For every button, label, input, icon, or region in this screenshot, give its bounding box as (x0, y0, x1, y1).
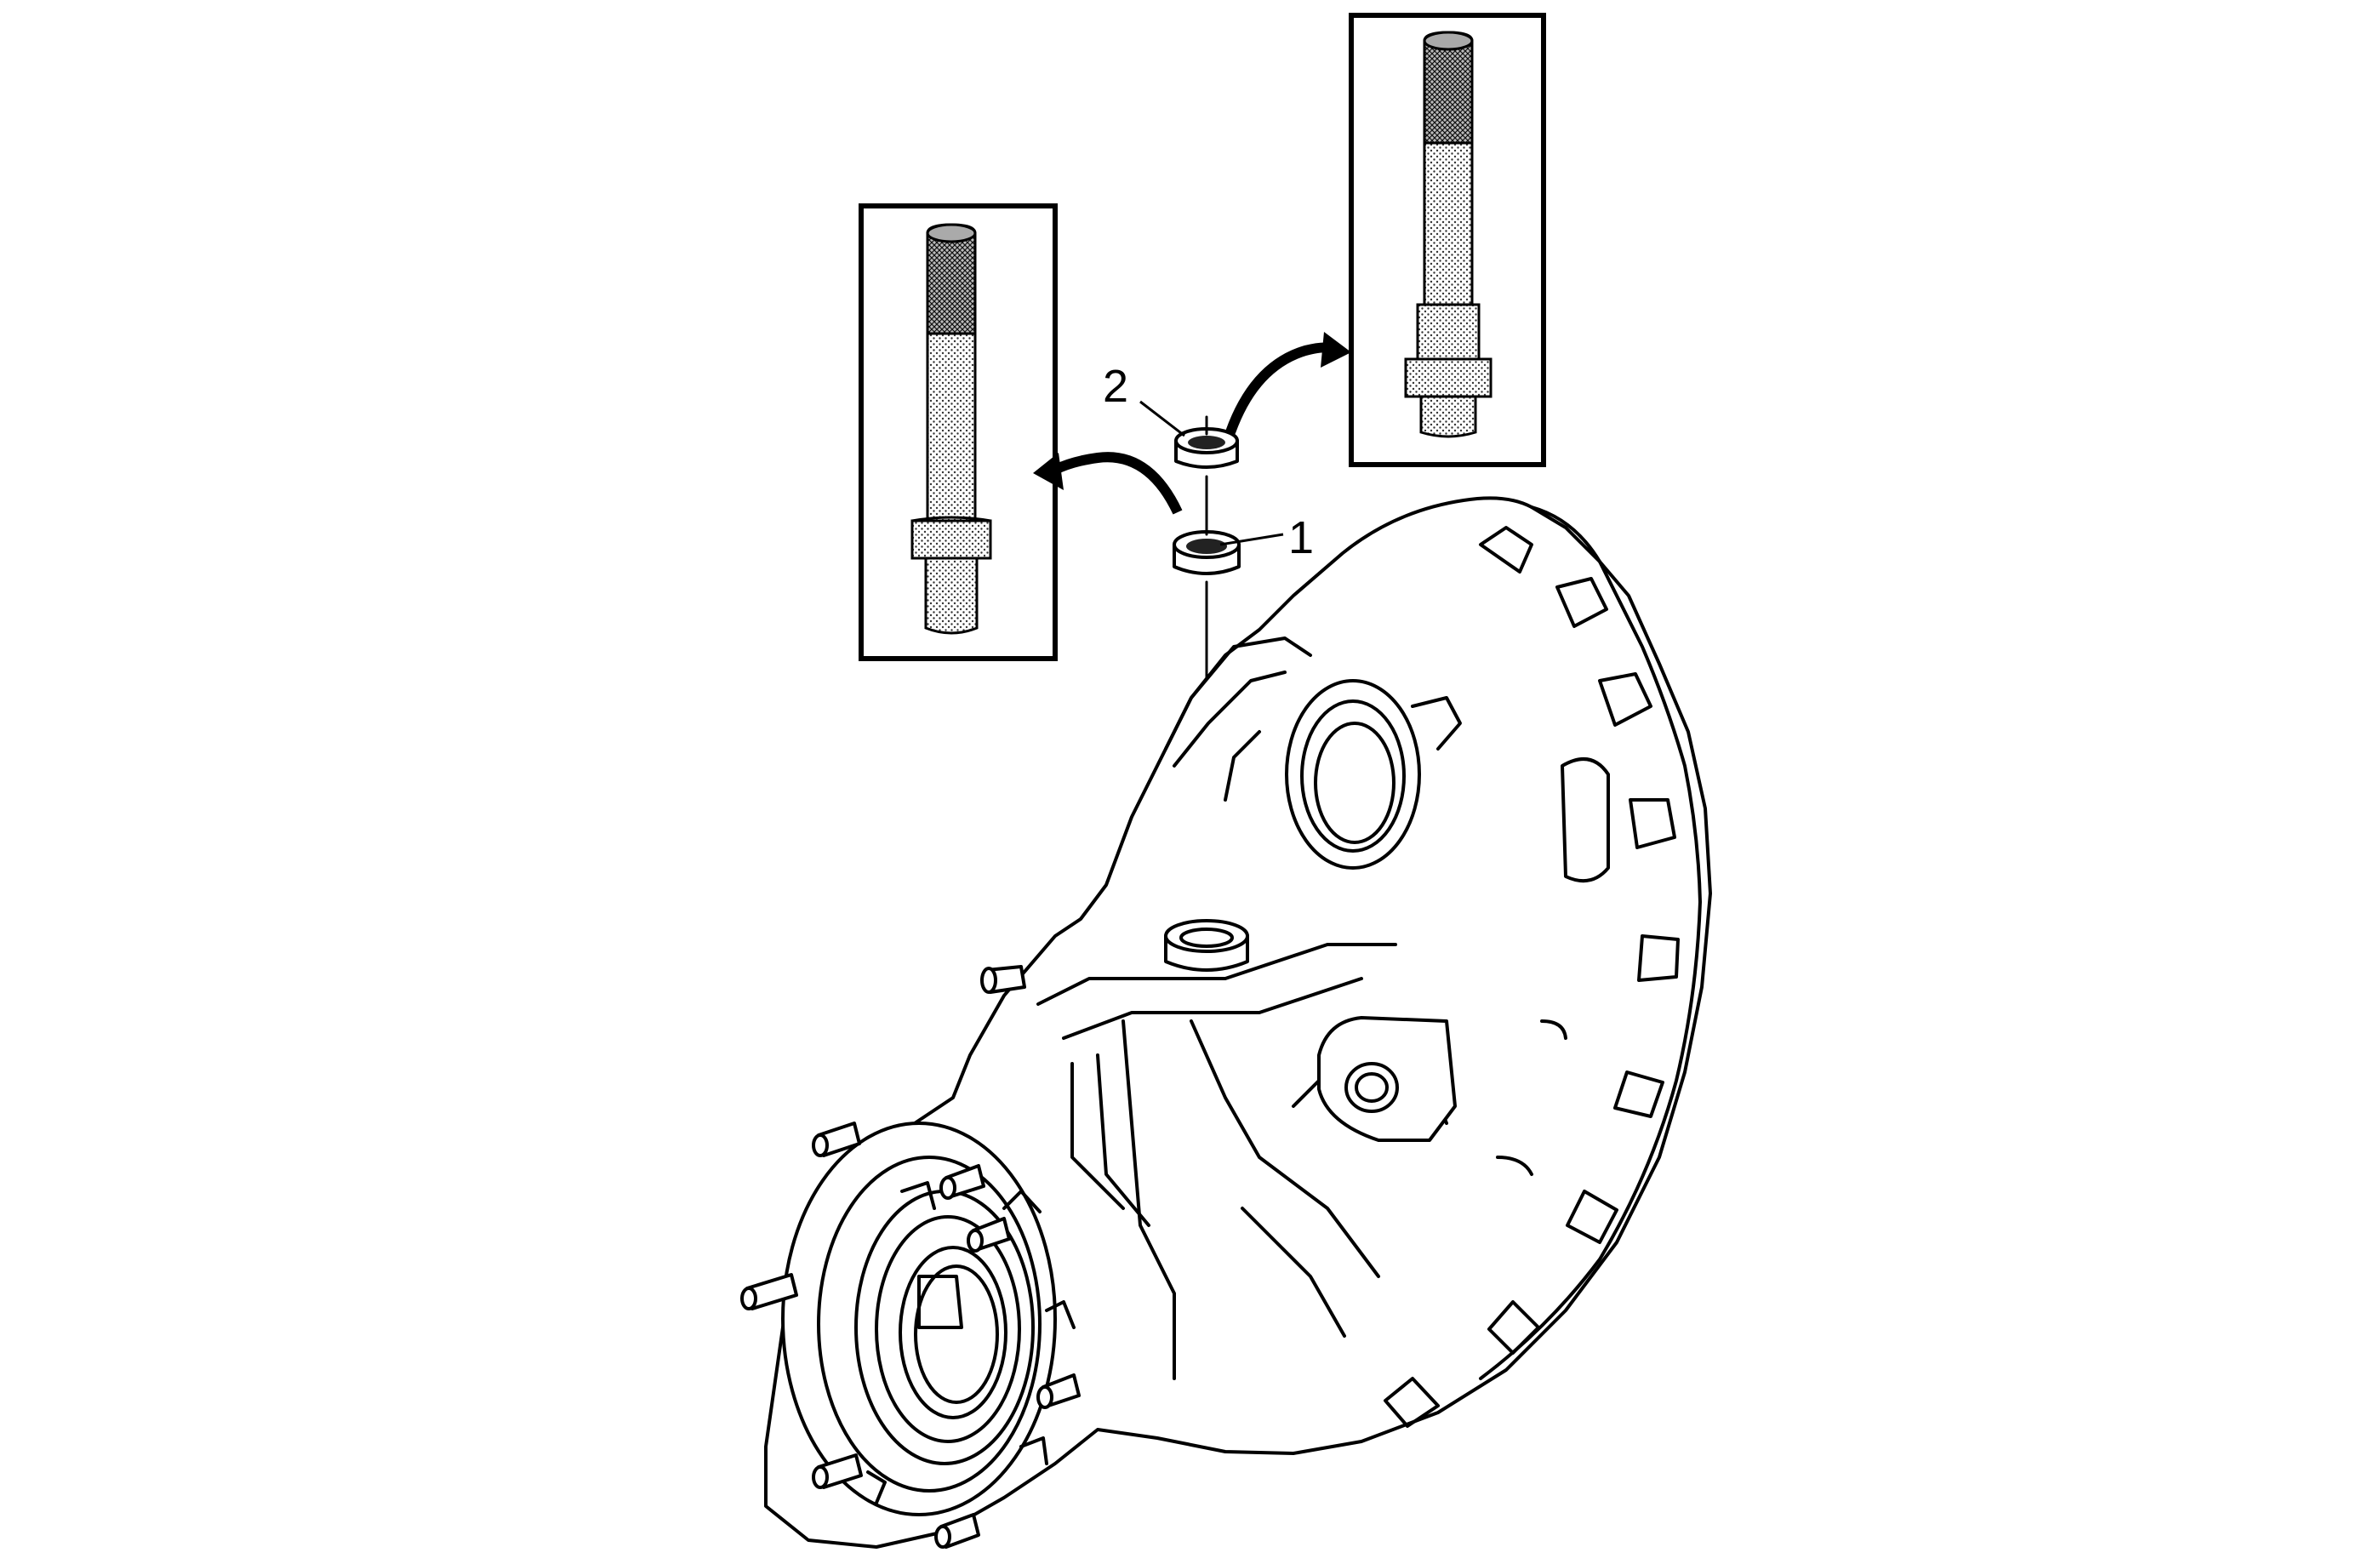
bearing-2 (1174, 427, 1239, 469)
stud (939, 1164, 985, 1200)
callout-1-leader (1219, 533, 1284, 546)
bearing-1 (1173, 530, 1241, 575)
callout-2-label: 2 (1103, 361, 1128, 412)
stud (740, 1273, 798, 1310)
right-tool-inset (1349, 13, 1546, 467)
stud (934, 1513, 980, 1549)
stud (812, 1453, 863, 1489)
stud (967, 1217, 1011, 1253)
stud (812, 1122, 861, 1157)
bearing-installer-tool-right (1404, 31, 1492, 438)
arrow-to-left-tool (1033, 452, 1183, 515)
left-tool-inset (859, 203, 1058, 661)
bearing-installer-tool-left (910, 223, 992, 635)
flange-studs (740, 1122, 1081, 1549)
callout-1-label: 1 (1288, 512, 1314, 563)
transfer-case-housing (764, 496, 1712, 1549)
callout-2-leader (1139, 400, 1185, 437)
stud (1036, 1373, 1081, 1409)
arrow-to-right-tool (1225, 332, 1351, 435)
